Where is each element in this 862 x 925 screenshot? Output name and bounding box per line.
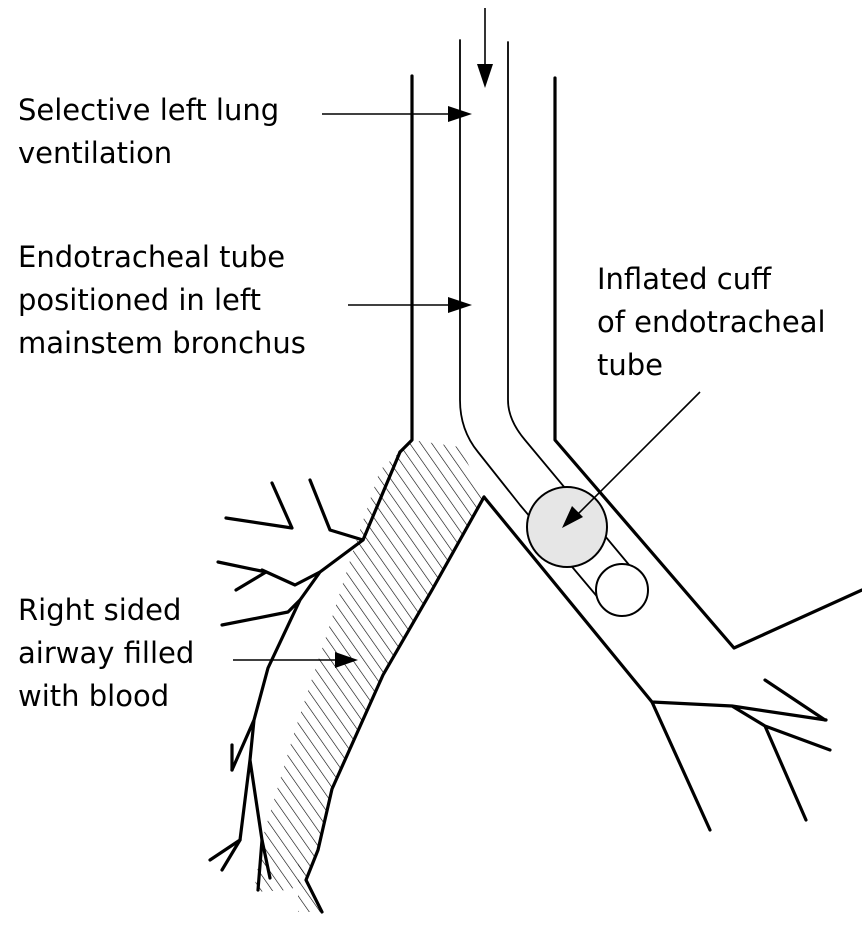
label-line: Selective left lung [18,89,279,132]
label-inflated-cuff: Inflated cuff of endotracheal tube [597,258,826,387]
label-blood-filled-airway: Right sided airway filled with blood [18,589,194,718]
label-line: with blood [18,675,194,718]
tube-tip-opening [596,564,648,616]
label-line: Endotracheal tube [18,236,306,279]
label-line: mainstem bronchus [18,322,306,365]
label-line: tube [597,344,826,387]
label-line: Inflated cuff [597,258,826,301]
right-upper-branch [226,483,292,528]
cuff-arrow-shaft [575,392,700,517]
label-line: of endotracheal [597,301,826,344]
blood-filled-right-bronchus [254,440,484,892]
right-middle-branch [218,562,266,590]
trachea-left-wall [400,76,412,452]
label-line: Right sided [18,589,194,632]
airflow-arrowhead [477,64,493,88]
label-line: ventilation [18,132,279,175]
label-line: positioned in left [18,279,306,322]
label-endotracheal-tube: Endotracheal tube positioned in left mai… [18,236,306,365]
inflated-cuff [527,487,607,567]
label-selective-ventilation: Selective left lung ventilation [18,89,279,175]
label-line: airway filled [18,632,194,675]
